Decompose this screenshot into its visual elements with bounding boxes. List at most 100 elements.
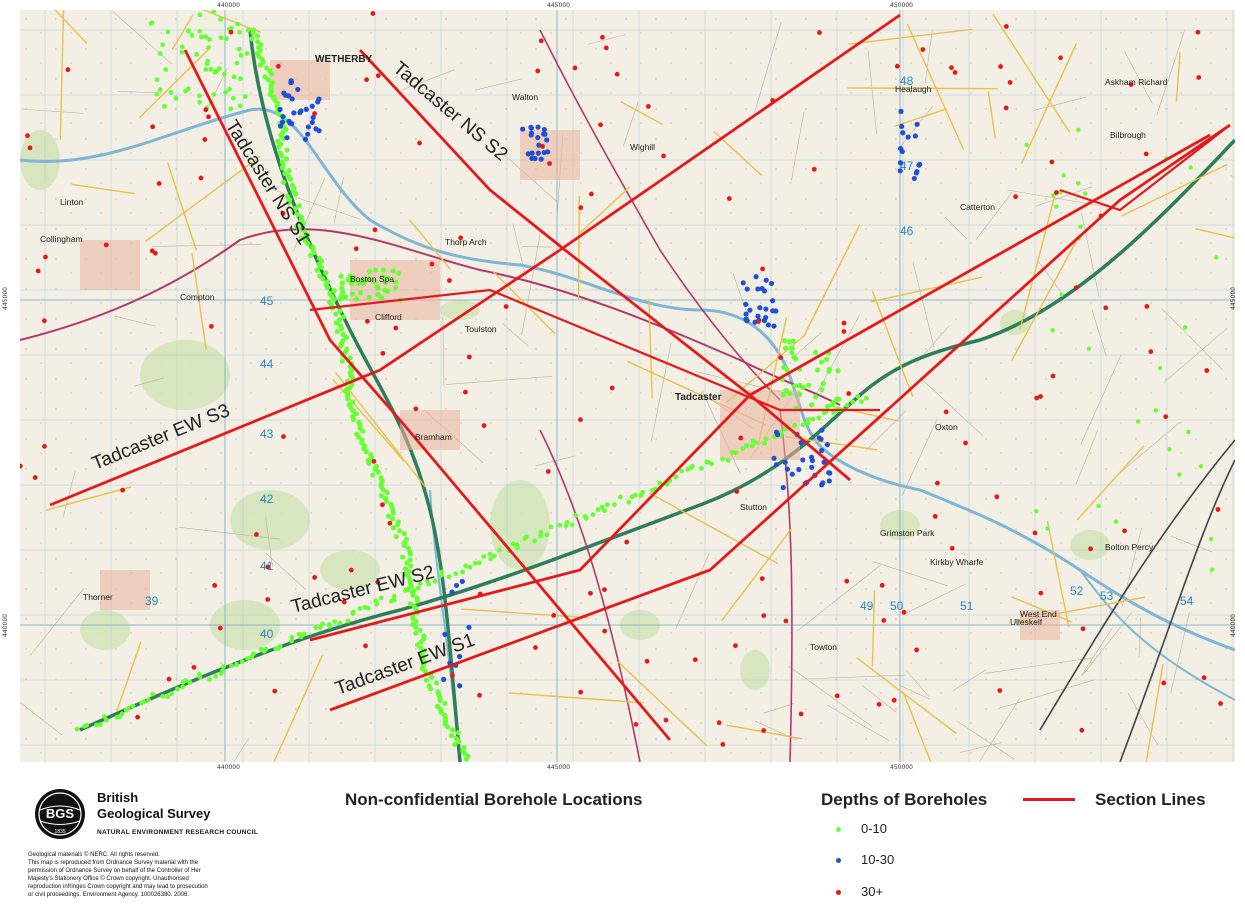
section-line-tadcaster-ew-s3[interactable]: [49, 13, 901, 507]
section-line-tadcaster-ew-s2[interactable]: [309, 133, 1211, 642]
borehole-marker: [1059, 292, 1064, 297]
borehole-marker: [32, 475, 38, 480]
borehole-marker: [418, 645, 424, 651]
borehole-marker: [997, 688, 1003, 693]
place-name-label: Wighill: [630, 142, 655, 152]
field-boundary: [502, 322, 529, 347]
minor-road: [166, 162, 198, 251]
section-line-link[interactable]: [309, 288, 880, 412]
borehole-marker: [1034, 508, 1039, 514]
borehole-marker: [393, 325, 399, 331]
borehole-marker: [432, 578, 438, 584]
borehole-marker: [819, 387, 825, 393]
borehole-marker: [102, 714, 107, 720]
section-line-tadcaster-ns-s1[interactable]: [183, 49, 672, 741]
borehole-marker: [301, 631, 307, 637]
bgs-logo-icon: BGS 1835: [35, 789, 85, 839]
field-boundary: [521, 231, 541, 336]
borehole-marker: [150, 124, 156, 130]
field-boundary: [861, 684, 897, 713]
borehole-marker: [407, 601, 413, 607]
borehole-marker: [540, 143, 545, 149]
borehole-marker: [434, 680, 440, 686]
place-name-label: Linton: [60, 197, 83, 207]
borehole-marker: [141, 699, 147, 705]
borehole-marker: [1122, 528, 1127, 534]
borehole-marker: [819, 447, 825, 454]
borehole-marker: [1013, 194, 1019, 200]
borehole-marker: [600, 34, 605, 40]
copyright-line: Geological materials © NERC. All rights …: [28, 852, 160, 858]
section-line-tadcaster-ns-s2[interactable]: [358, 49, 851, 482]
borehole-marker: [410, 592, 416, 598]
borehole-marker: [305, 124, 312, 130]
borehole-marker: [229, 663, 234, 669]
borehole-marker: [743, 311, 749, 317]
section-line-tadcaster-ew-s1[interactable]: [329, 123, 1231, 712]
borehole-marker: [279, 153, 285, 159]
borehole-marker: [644, 658, 650, 664]
borehole-marker: [1034, 395, 1040, 401]
borehole-marker: [763, 436, 769, 442]
borehole-marker: [457, 683, 463, 689]
section-line-link[interactable]: [1059, 124, 1231, 212]
legend-depth-title: Depths of Boreholes: [821, 790, 988, 809]
minor-road: [894, 108, 947, 127]
borehole-marker: [524, 534, 529, 540]
borehole-marker: [444, 724, 451, 730]
borehole-marker: [221, 664, 226, 669]
borehole-marker: [27, 145, 33, 151]
borehole-marker: [503, 304, 509, 309]
borehole-marker: [401, 542, 407, 548]
woodland-area: [440, 300, 480, 320]
borehole-marker: [391, 597, 397, 603]
borehole-marker: [661, 153, 666, 159]
borehole-marker: [309, 119, 315, 125]
field-boundary: [1075, 430, 1098, 485]
grid-label-top-440000: 440000: [217, 2, 240, 9]
borehole-marker: [291, 110, 297, 116]
borehole-marker: [733, 643, 738, 649]
minor-road: [116, 641, 142, 711]
borehole-marker: [399, 554, 406, 560]
copyright-line: Majesty's Stationery Office © Crown copy…: [28, 876, 189, 882]
borehole-marker: [463, 756, 469, 762]
grid-square-number: 52: [1070, 584, 1084, 598]
borehole-marker: [920, 47, 926, 52]
field-boundary: [651, 343, 672, 442]
grid-label-left-440000: 440000: [1, 614, 9, 637]
borehole-marker: [217, 625, 223, 631]
field-boundary: [960, 742, 1002, 753]
borehole-marker: [818, 436, 824, 442]
field-boundary: [266, 553, 306, 590]
minor-road: [871, 590, 876, 666]
borehole-marker: [65, 67, 71, 73]
borehole-marker: [396, 270, 402, 276]
borehole-marker: [385, 275, 391, 281]
borehole-marker: [199, 34, 204, 40]
borehole-marker: [370, 472, 376, 478]
red-dot-icon: [836, 890, 841, 896]
borehole-marker: [281, 434, 286, 439]
borehole-marker: [288, 79, 295, 85]
borehole-marker: [333, 311, 339, 317]
minor-road: [831, 405, 900, 422]
borehole-marker: [345, 396, 351, 402]
minor-road: [171, 14, 194, 50]
borehole-marker: [1049, 159, 1055, 165]
borehole-marker: [943, 409, 949, 415]
borehole-marker: [612, 502, 617, 508]
borehole-marker: [284, 147, 290, 153]
borehole-marker: [1050, 327, 1055, 333]
borehole-marker: [472, 560, 478, 566]
borehole-marker: [935, 480, 940, 486]
borehole-marker: [765, 322, 771, 328]
borehole-marker: [836, 396, 842, 402]
borehole-marker: [267, 91, 273, 98]
borehole-marker: [245, 27, 251, 33]
borehole-marker: [385, 513, 392, 519]
borehole-marker: [408, 563, 414, 569]
borehole-marker: [690, 463, 695, 469]
borehole-marker: [834, 693, 840, 699]
